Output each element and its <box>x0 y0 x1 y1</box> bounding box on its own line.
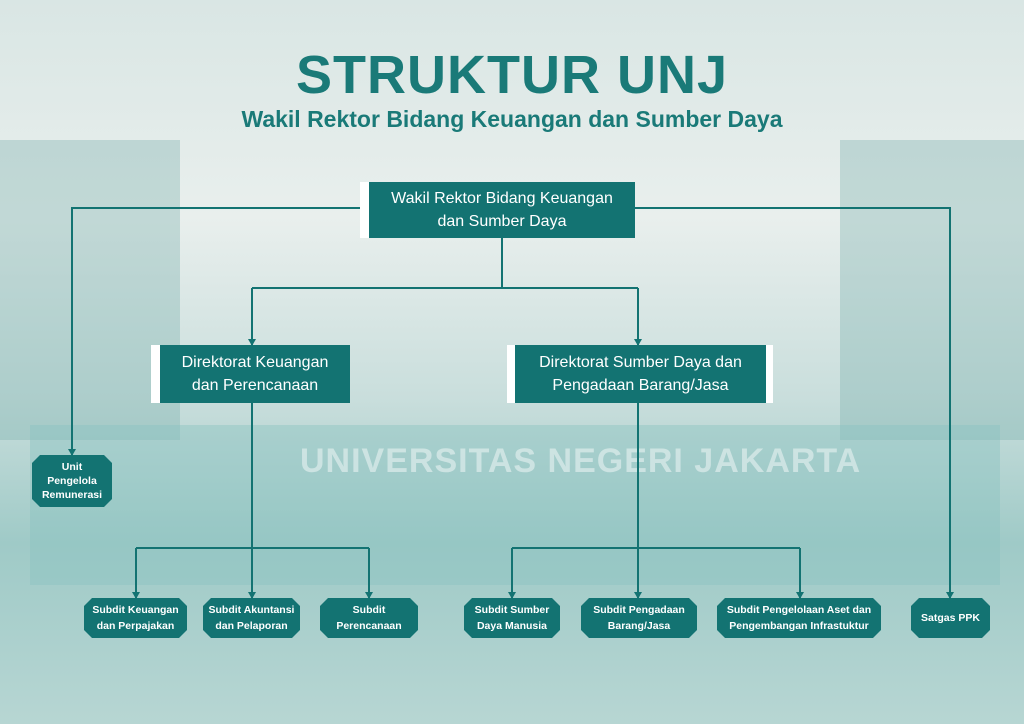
node-label: Daya Manusia <box>476 620 547 632</box>
arrowhead <box>634 592 642 599</box>
node-label: Pengadaan Barang/Jasa <box>552 377 729 394</box>
node-wakil-rektor: Wakil Rektor Bidang Keuangan dan Sumber D… <box>369 182 635 238</box>
arrowhead <box>946 592 954 599</box>
node-label: dan Perencanaan <box>191 377 319 394</box>
arrowhead <box>132 592 140 599</box>
node-label: Direktorat Sumber Daya dan <box>539 354 742 371</box>
university-sign: UNIVERSITAS NEGERI JAKARTA <box>300 442 862 480</box>
node-subdit-keuangan: Subdit Keuangan dan Perpajakan <box>84 598 187 638</box>
page-subtitle: Wakil Rektor Bidang Keuangan dan Sumber … <box>241 106 783 132</box>
node-label: dan Perpajakan <box>96 620 175 632</box>
node-subdit-akuntansi: Subdit Akuntansi dan Pelaporan <box>203 598 300 638</box>
node-label: dan Sumber Daya <box>437 213 567 230</box>
node-label: Subdit Pengadaan <box>593 604 685 616</box>
arrowhead <box>248 339 256 346</box>
node-label: Subdit Pengelolaan Aset dan <box>726 604 872 616</box>
node-satgas-ppk: Satgas PPK <box>911 598 990 638</box>
background-sign-wall <box>30 425 1000 585</box>
node-label: dan Pelaporan <box>215 620 288 632</box>
connector <box>635 207 951 598</box>
node-label: Satgas PPK <box>921 612 980 624</box>
node-label: Subdit <box>352 604 386 616</box>
arrowhead <box>248 592 256 599</box>
arrowhead <box>68 449 76 456</box>
node-label: Remunerasi <box>41 489 103 501</box>
node-label: Direktorat Keuangan <box>181 354 329 371</box>
arrowhead <box>796 592 804 599</box>
arrowhead <box>365 592 373 599</box>
connector <box>71 207 360 455</box>
node-direktorat-keuangan: Direktorat Keuangan dan Perencanaan <box>160 345 350 403</box>
arrowhead <box>634 339 642 346</box>
node-label: Perencanaan <box>336 620 402 632</box>
background-building <box>840 140 1024 440</box>
node-label: Subdit Keuangan <box>92 604 179 616</box>
node-label: Pengelola <box>47 475 97 487</box>
arrowhead <box>508 592 516 599</box>
node-label: Subdit Sumber <box>474 604 550 616</box>
page-title: STRUKTUR UNJ <box>295 45 728 105</box>
node-label: Subdit Akuntansi <box>208 604 295 616</box>
node-label: Unit <box>61 461 83 473</box>
node-label: Barang/Jasa <box>607 620 671 632</box>
node-label: Wakil Rektor Bidang Keuangan <box>391 190 613 207</box>
node-label: Pengembangan Infrastuktur <box>729 620 869 632</box>
background-building <box>0 140 180 440</box>
